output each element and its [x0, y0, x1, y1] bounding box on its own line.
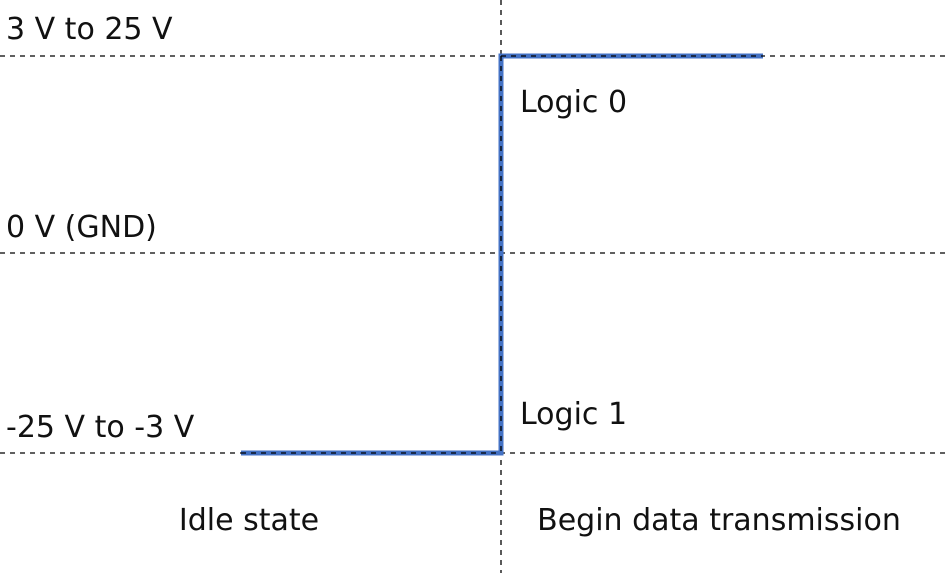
- logic-zero-label: Logic 0: [520, 85, 627, 120]
- ground-level-label: 0 V (GND): [6, 210, 157, 245]
- high-level-label: 3 V to 25 V: [6, 12, 173, 47]
- begin-transmission-label: Begin data transmission: [537, 503, 901, 538]
- signal-trace: [241, 53, 763, 456]
- low-level-label: -25 V to -3 V: [6, 410, 195, 445]
- logic-one-label: Logic 1: [520, 397, 627, 432]
- idle-state-label: Idle state: [179, 503, 319, 538]
